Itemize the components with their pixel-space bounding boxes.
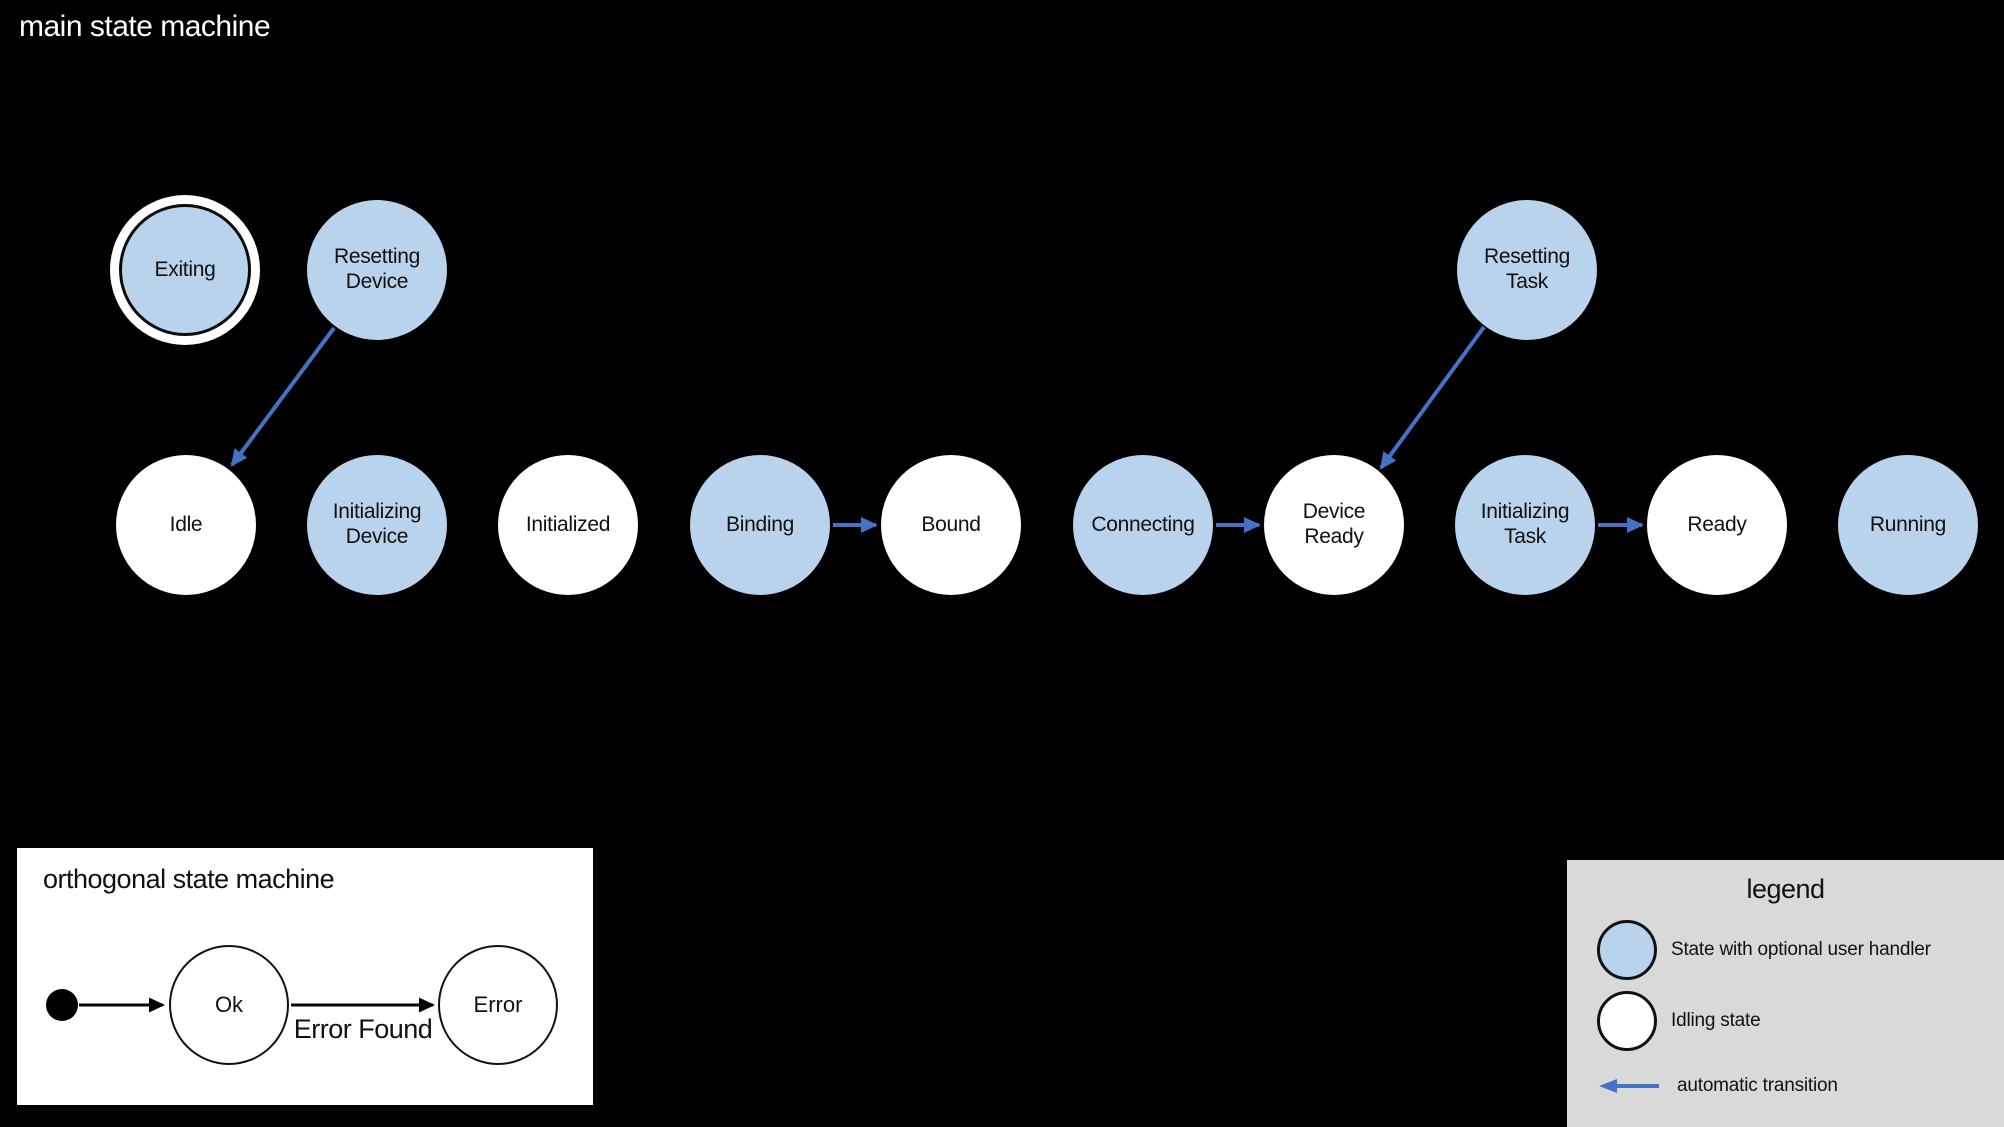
arrow-resetting-device-to-idle (230, 326, 336, 467)
diagram-title: main state machine (19, 10, 271, 43)
state-device-ready: Device Ready (1264, 455, 1404, 595)
state-running: Running (1838, 455, 1978, 595)
state-connecting: Connecting (1073, 455, 1213, 595)
legend-item-label: automatic transition (1677, 1075, 1838, 1096)
state-resetting-task: Resetting Task (1457, 200, 1597, 340)
orthogonal-state-machine-panel: orthogonal state machine Ok Error Error … (17, 848, 593, 1105)
idling-state-circle-icon (1597, 991, 1657, 1051)
state-label: Binding (726, 512, 794, 536)
state-label: Ok (214, 992, 244, 1017)
legend-item-label: State with optional user handler (1671, 939, 1931, 960)
state-label: Resetting Device (333, 245, 421, 293)
state-initialized: Initialized (498, 455, 638, 595)
state-label: Running (1869, 512, 1947, 536)
initial-state-dot (46, 989, 78, 1021)
state-label: Bound (921, 512, 981, 536)
state-label: Ready (1687, 512, 1747, 536)
handler-state-circle-icon (1597, 920, 1657, 980)
state-label: Idle (169, 512, 203, 536)
state-exiting: Exiting (119, 204, 251, 336)
state-label: Initializing Device (332, 500, 422, 548)
orthogonal-panel-title: orthogonal state machine (43, 864, 335, 894)
legend-item-label: Idling state (1671, 1010, 1761, 1031)
automatic-transition-arrow-icon (1599, 1079, 1659, 1093)
state-label: Initializing Task (1480, 500, 1570, 548)
legend-item-automatic-transition: automatic transition (1597, 1066, 2004, 1106)
legend-title: legend (1746, 874, 1825, 904)
transition-label-error-found: Error Found (293, 1014, 433, 1044)
state-label: Device Ready (1302, 500, 1366, 548)
state-label: Initialized (525, 512, 611, 536)
state-label: Resetting Task (1483, 245, 1571, 293)
state-error: Error (438, 945, 558, 1065)
state-initializing-device: Initializing Device (307, 455, 447, 595)
legend-item-idling-state: Idling state (1597, 988, 2004, 1054)
arrow-resetting-task-to-device-ready (1379, 325, 1486, 470)
legend-item-handler-state: State with optional user handler (1597, 917, 2004, 983)
state-resetting-device: Resetting Device (307, 200, 447, 340)
state-label: Error (473, 992, 523, 1017)
state-ok: Ok (169, 945, 289, 1065)
state-binding: Binding (690, 455, 830, 595)
state-bound: Bound (881, 455, 1021, 595)
state-idle: Idle (116, 455, 256, 595)
state-label: Exiting (154, 257, 216, 281)
state-initializing-task: Initializing Task (1455, 455, 1595, 595)
state-label: Connecting (1091, 512, 1195, 536)
legend-panel: legend State with optional user handler … (1567, 860, 2004, 1127)
state-ready: Ready (1647, 455, 1787, 595)
